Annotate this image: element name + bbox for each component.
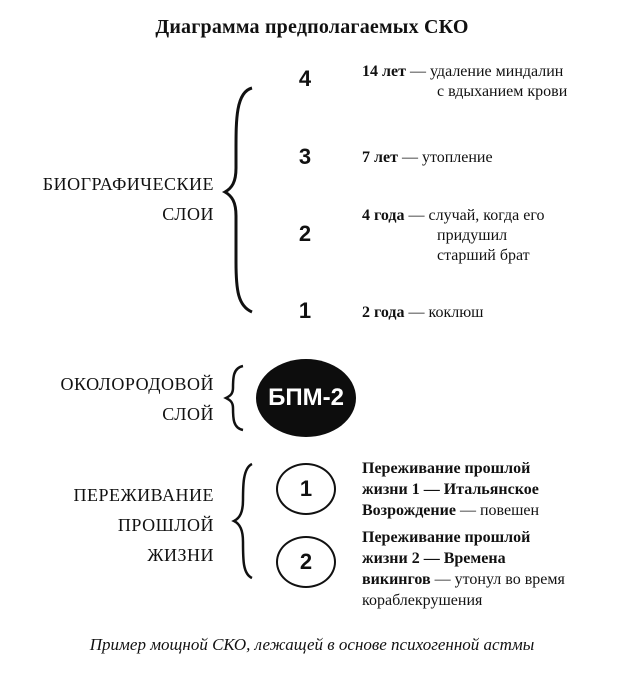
past-life-line-bold: викингов <box>362 571 431 588</box>
section-biographical-line1: БИОГРАФИЧЕСКИЕ <box>42 174 214 194</box>
past-life-desc-2: Переживание прошлой жизни 2 — Времена ви… <box>362 527 565 611</box>
layer-number-2: 2 <box>298 221 312 246</box>
past-life-line-bold: Возрождение <box>362 502 456 519</box>
section-past-life-line2: ПРОШЛОЙ <box>117 515 214 535</box>
event-age: 4 года <box>362 207 405 224</box>
past-life-circle-1: 1 <box>276 463 336 515</box>
section-perinatal: ОКОЛОРОДОВОЙ СЛОЙ <box>0 369 214 429</box>
event-age: 7 лет <box>362 149 398 166</box>
perinatal-brace <box>223 364 244 432</box>
event-age-14: 14 лет — удаление миндалин с вдыханием к… <box>362 62 567 102</box>
event-desc: — удаление миндалин <box>405 63 564 80</box>
layer-number-1: 1 <box>298 298 312 323</box>
figure-caption: Пример мощной СКО, лежащей в основе псих… <box>89 635 535 654</box>
past-life-circle-2: 2 <box>276 536 336 588</box>
diagram-title: Диаграмма предполагаемых СКО <box>155 16 469 38</box>
section-biographical: БИОГРАФИЧЕСКИЕ СЛОИ <box>0 169 214 229</box>
section-past-life-line3: ЖИЗНИ <box>147 545 214 565</box>
biographical-brace <box>221 86 253 314</box>
past-life-line: кораблекрушения <box>362 592 483 609</box>
past-life-brace <box>231 462 253 580</box>
section-perinatal-line1: ОКОЛОРОДОВОЙ <box>60 374 214 394</box>
section-past-life: ПЕРЕЖИВАНИЕ ПРОШЛОЙ ЖИЗНИ <box>0 480 214 570</box>
event-age-2: 2 года — коклюш <box>362 303 484 323</box>
event-age: 2 года <box>362 304 405 321</box>
event-desc: — утопление <box>397 149 493 166</box>
section-perinatal-line2: СЛОЙ <box>162 404 214 424</box>
past-life-line: Переживание прошлой <box>362 460 531 477</box>
event-desc-cont: с вдыханием крови <box>437 83 568 100</box>
section-past-life-line1: ПЕРЕЖИВАНИЕ <box>73 485 214 505</box>
past-life-number: 1 <box>299 476 313 501</box>
bpm-2-disc: БПМ-2 <box>256 359 356 437</box>
event-desc: — коклюш <box>404 304 484 321</box>
past-life-number: 2 <box>299 549 313 574</box>
event-age-7: 7 лет — утопление <box>362 148 493 168</box>
event-desc: — случай, когда его <box>404 207 545 224</box>
event-age: 14 лет <box>362 63 406 80</box>
bpm-2-label: БПМ-2 <box>268 384 344 411</box>
past-life-desc-1: Переживание прошлой жизни 1 — Итальянско… <box>362 458 539 521</box>
past-life-line: жизни 2 — Времена <box>362 550 506 567</box>
layer-number-3: 3 <box>298 144 312 169</box>
past-life-line: Переживание прошлой <box>362 529 531 546</box>
section-biographical-line2: СЛОИ <box>162 204 214 224</box>
past-life-line: жизни 1 — Итальянское <box>362 481 539 498</box>
past-life-line-rest: — повешен <box>455 502 540 519</box>
event-age-4: 4 года — случай, когда его придушил стар… <box>362 206 545 266</box>
event-desc-cont: старший брат <box>437 247 530 264</box>
layer-number-4: 4 <box>298 66 312 91</box>
past-life-line-rest: — утонул во время <box>430 571 565 588</box>
event-desc-cont: придушил <box>437 227 508 244</box>
